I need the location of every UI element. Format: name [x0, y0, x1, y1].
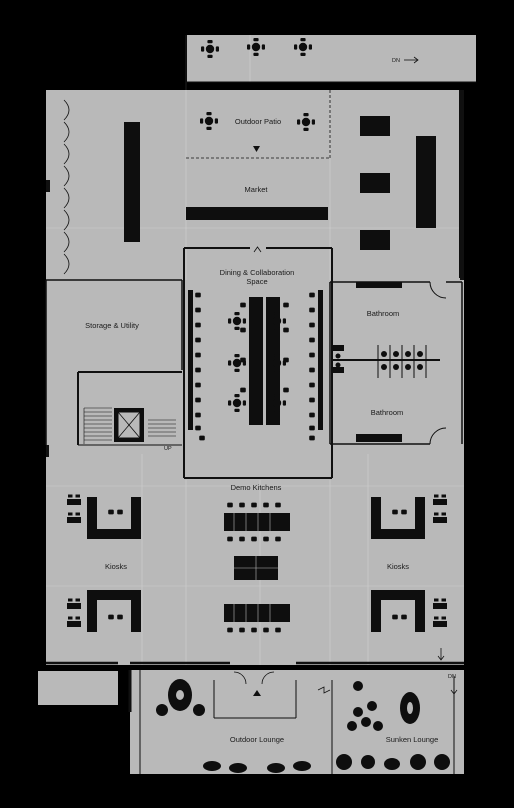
- room-label-dining-line1: Dining & Collaboration: [220, 268, 295, 277]
- up-label: UP: [164, 446, 172, 452]
- room-label-bathroom-top: Bathroom: [367, 309, 400, 318]
- room-label-kiosks-left: Kiosks: [105, 562, 127, 571]
- room-label-market: Market: [245, 185, 269, 194]
- room-label-bathroom-bottom: Bathroom: [371, 408, 404, 417]
- room-label-outdoor-lounge: Outdoor Lounge: [230, 735, 284, 744]
- dn-label-bottom: DN: [448, 674, 456, 680]
- room-label-demo-kitchens: Demo Kitchens: [231, 483, 282, 492]
- room-label-dining-line2: Space: [246, 277, 267, 286]
- dn-label-top: DN: [392, 58, 400, 64]
- room-label-kiosks-right: Kiosks: [387, 562, 409, 571]
- room-label-outdoor-patio: Outdoor Patio: [235, 117, 281, 126]
- room-label-storage: Storage & Utility: [85, 321, 139, 330]
- room-label-sunken-lounge: Sunken Lounge: [386, 735, 439, 744]
